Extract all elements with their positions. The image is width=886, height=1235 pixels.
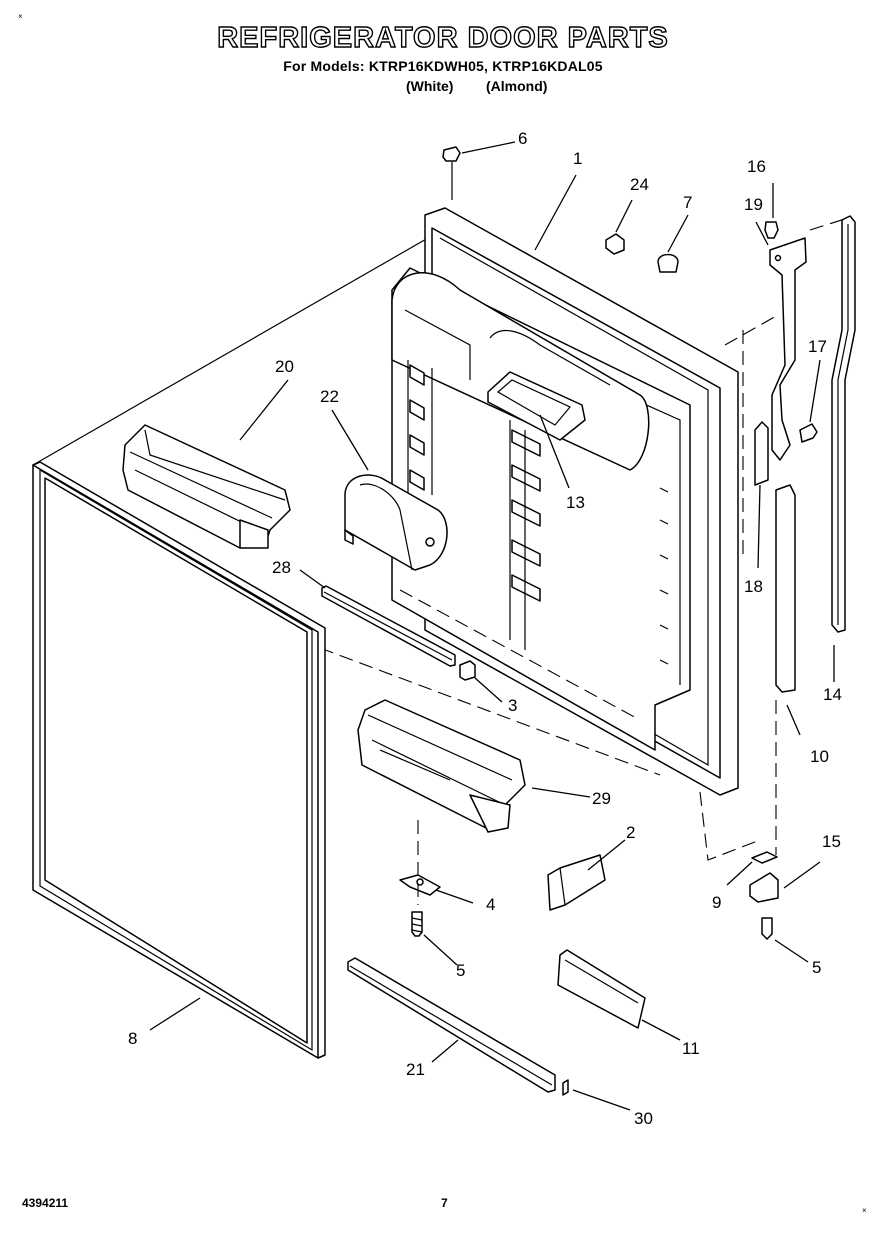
hole-plug — [657, 253, 679, 273]
assembly-guide-1 — [724, 314, 779, 346]
callout-24: 24 — [630, 175, 649, 194]
assembly-guide-3 — [699, 791, 761, 861]
lower-hinge — [749, 872, 779, 903]
upper-hinge — [769, 237, 807, 461]
screw-right — [761, 917, 773, 940]
hinge-nut — [605, 233, 625, 255]
handle-trim-strip — [775, 484, 796, 693]
variant-almond-label: (Almond) — [486, 78, 548, 94]
callout-21: 21 — [406, 1060, 425, 1079]
callout-11: 11 — [682, 1039, 700, 1058]
callout-29: 29 — [592, 789, 611, 808]
variant-white-label: (White) — [406, 78, 454, 94]
hinge-pin — [799, 423, 818, 443]
door-perspective-edge — [32, 237, 429, 466]
assembly-guide-6 — [809, 217, 849, 231]
hinge-cover — [754, 421, 769, 486]
callout-6: 6 — [518, 129, 527, 148]
callout-9: 9 — [712, 893, 721, 912]
callout-22: 22 — [320, 387, 339, 406]
model-numbers: For Models: KTRP16KDWH05, KTRP16KDAL05 — [283, 58, 603, 74]
corner-mark-top: × — [18, 12, 23, 21]
callout-2: 2 — [626, 823, 635, 842]
dairy-compartment-door — [344, 474, 448, 571]
callout-4: 4 — [486, 895, 495, 914]
callout-20: 20 — [275, 357, 294, 376]
callout-14: 14 — [823, 685, 842, 704]
trim-clip — [562, 1079, 569, 1096]
callout-7: 7 — [683, 193, 692, 212]
door-handle — [831, 215, 856, 633]
trim-end-cap — [459, 660, 476, 681]
door-bottom-guide — [319, 647, 661, 776]
door-gasket — [32, 461, 326, 1059]
door-liner — [391, 207, 739, 796]
hinge-shim — [751, 851, 778, 864]
callout-13: 13 — [566, 493, 585, 512]
page-number: 7 — [441, 1196, 448, 1210]
door-kickplate — [557, 949, 646, 1029]
callout-19: 19 — [744, 195, 763, 214]
callout-15: 15 — [822, 832, 841, 851]
callout-3: 3 — [508, 696, 517, 715]
shelf-trim-strip — [321, 585, 456, 667]
screw-hinge-top — [764, 221, 779, 239]
leader-lines — [149, 141, 835, 1111]
dairy-door-handle — [487, 371, 586, 441]
callout-28: 28 — [272, 558, 291, 577]
callout-10: 10 — [810, 747, 829, 766]
callout-16: 16 — [747, 157, 766, 176]
callout-8: 8 — [128, 1029, 137, 1048]
lower-door-bin — [357, 699, 526, 833]
document-number: 4394211 — [22, 1196, 69, 1210]
upper-door-bin — [122, 424, 291, 549]
callout-18: 18 — [744, 577, 763, 596]
callout-30: 30 — [634, 1109, 653, 1128]
bottom-door-trim — [347, 957, 556, 1093]
page-title: REFRIGERATOR DOOR PARTS — [217, 21, 669, 54]
callout-5-left: 5 — [456, 961, 465, 980]
callout-5-right: 5 — [812, 958, 821, 977]
callout-1: 1 — [573, 149, 582, 168]
corner-mark-bottom: × — [862, 1206, 867, 1215]
callout-17: 17 — [808, 337, 827, 356]
screw-top — [442, 146, 461, 162]
